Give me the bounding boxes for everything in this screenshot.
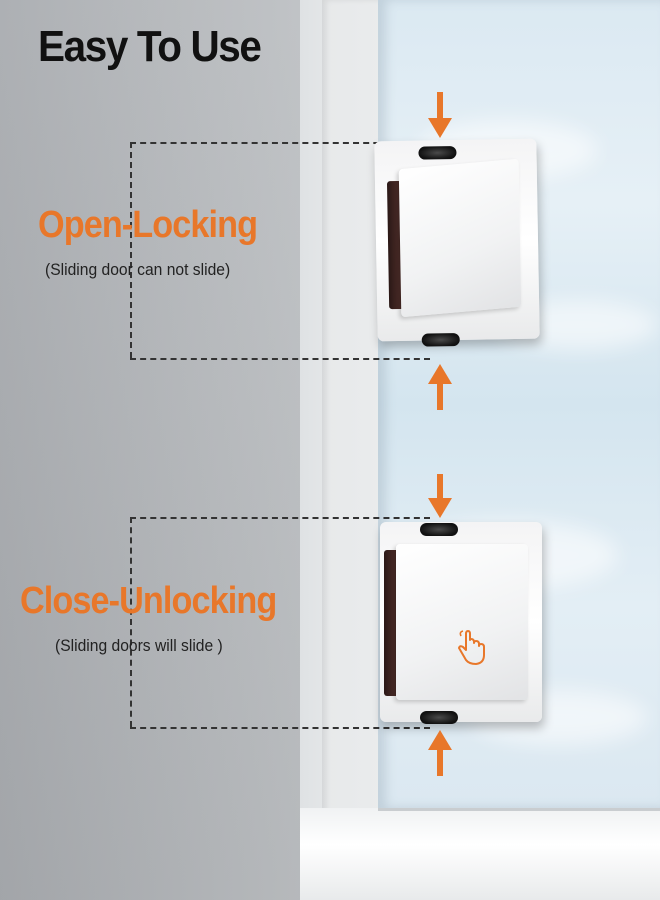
bracket-line — [130, 517, 430, 519]
bracket-line — [130, 727, 430, 729]
bracket-line — [130, 142, 430, 144]
arrow-icon — [428, 364, 452, 410]
arrow-icon — [428, 92, 452, 138]
hand-tap-icon — [458, 630, 485, 665]
window-lock-unlocked — [380, 522, 542, 724]
wall — [0, 0, 300, 900]
state-note-open-locking: (Sliding door can not slide) — [45, 260, 231, 279]
state-label-close-unlocking: Close-Unlocking — [20, 580, 277, 622]
bracket-line — [130, 517, 132, 727]
bracket-line — [130, 358, 430, 360]
state-note-close-unlocking: (Sliding doors will slide ) — [55, 636, 223, 655]
window-lock-locked — [374, 138, 540, 347]
bracket-line — [130, 142, 132, 358]
window-sill-edge — [378, 808, 660, 811]
arrow-icon — [428, 474, 452, 518]
window-sill — [300, 808, 660, 900]
page-title: Easy To Use — [38, 22, 262, 71]
state-label-open-locking: Open-Locking — [38, 204, 258, 246]
arrow-icon — [428, 730, 452, 776]
